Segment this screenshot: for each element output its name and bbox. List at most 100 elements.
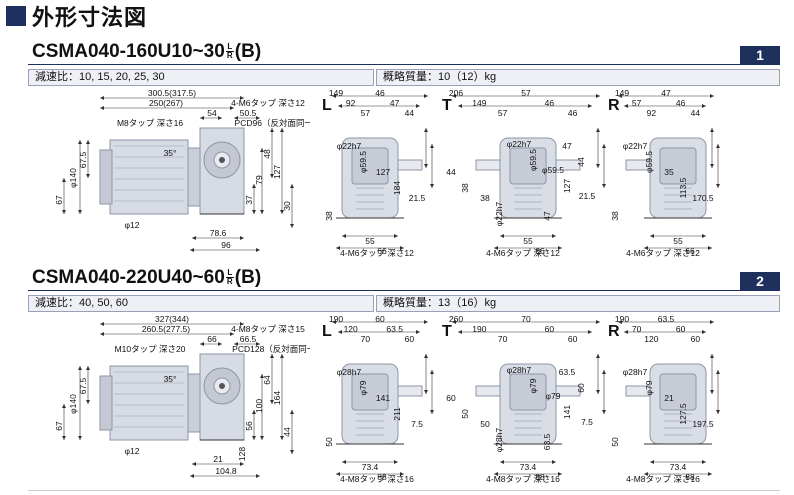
side-dim-7: φ140 <box>68 168 78 188</box>
side-dim-11: 35° <box>164 374 177 384</box>
output-shaft <box>397 159 423 171</box>
view-T-dim-7: 47 <box>562 141 572 151</box>
view-R-dim-12: 4-M8タップ 深さ16 <box>626 474 700 484</box>
section-2-ratio-cell: 減速比：40, 50, 60 <box>28 295 374 312</box>
section-2-model-prefix: CSMA040-220U40~60 <box>32 267 225 288</box>
view-label-T: T <box>442 323 452 340</box>
view-T-dim-20: 66 <box>535 246 545 256</box>
section-2-mass-label: 概略質量 <box>383 297 427 309</box>
view-L-dim-14: 66 <box>377 246 387 256</box>
section-1-ratio-cell: 減速比：10, 15, 20, 25, 30 <box>28 69 374 86</box>
view-label-L: L <box>322 97 332 114</box>
view-T-dim-8: 60 <box>576 383 586 393</box>
side-dim-5: 4-M6タップ 深さ12 <box>231 98 305 108</box>
side-dim-10: φ12 <box>125 446 140 456</box>
side-dim-16: 44 <box>282 427 292 437</box>
view-T-dim-15: φ59.5 <box>542 165 564 175</box>
side-dim-12: 48 <box>262 149 272 159</box>
view-T-dim-6: 47 <box>542 211 552 221</box>
view-T-dim-13: φ28h7 <box>507 365 532 375</box>
section-2-number-badge: 2 <box>740 272 780 290</box>
view-L-dim-13: 55 <box>365 236 375 246</box>
side-dim-3: 54 <box>207 108 217 118</box>
section-1-info-row: 減速比：10, 15, 20, 25, 30 概略質量：10（12）kg <box>28 69 780 86</box>
view-R-dim-13: 55 <box>673 236 683 246</box>
view-R-dim-4: 46 <box>676 98 686 108</box>
side-dim-6: PCD96（反対面同一） <box>235 118 310 128</box>
section-2-lr-bottom: R <box>226 277 233 287</box>
view-T-dim-12: φ22h7 <box>494 202 504 227</box>
view-T-dim-1: 149 <box>472 98 486 108</box>
view-label-R: R <box>608 97 620 114</box>
motor-end-cap <box>99 375 113 431</box>
side-dim-9: 67 <box>54 421 64 431</box>
view-T-dim-19: 55 <box>523 236 533 246</box>
view-T-dim-0: 206 <box>449 88 463 98</box>
section-1-lr-bottom: R <box>226 51 233 61</box>
view-T-dim-17: 21.5 <box>579 191 596 201</box>
side-dim-13: 164 <box>272 391 282 405</box>
side-dim-4: M10タップ 深さ20 <box>115 344 186 354</box>
view-R-dim-2: 92 <box>647 108 657 118</box>
section-1-number-badge: 1 <box>740 46 780 64</box>
view-T-dim-6: 63.5 <box>542 433 552 450</box>
side-dim-2: 50.5 <box>240 108 257 118</box>
view-R-dim-6: 38 <box>610 211 620 221</box>
view-T-dim-3: 70 <box>521 314 531 324</box>
view-T-dim-11: 50 <box>480 419 490 429</box>
view-R-dim-11: 197.5 <box>692 419 714 429</box>
output-shaft-left <box>475 385 501 397</box>
view-T-dim-19: 73.4 <box>520 462 537 472</box>
view-L-dim-12: 4-M6タップ 深さ12 <box>340 248 414 258</box>
view-L-dim-12: 4-M8タップ 深さ16 <box>340 474 414 484</box>
view-L-dim-3: 60 <box>375 314 385 324</box>
view-L-dim-0: 190 <box>329 314 343 324</box>
side-dim-13: 127 <box>272 165 282 179</box>
view-L-dim-2: 70 <box>361 334 371 344</box>
section-2-mass-value: 13（16）kg <box>438 297 497 309</box>
bottom-divider <box>28 490 780 491</box>
side-dim-6: PCD128（反対面同一） <box>232 344 310 354</box>
section-1-lr-top: L <box>227 42 233 52</box>
view-R-dim-11: 170.5 <box>692 193 714 203</box>
side-dim-18: 104.8 <box>215 466 237 476</box>
side-dim-14: 100 <box>254 399 264 413</box>
output-shaft-right <box>555 159 581 171</box>
view-T-dim-10: 38 <box>460 183 470 193</box>
view-L-dim-11: 21.5 <box>409 193 426 203</box>
view-label-T: T <box>442 97 452 114</box>
view-T-dim-17: 7.5 <box>581 417 593 427</box>
section-1-mass-cell: 概略質量：10（12）kg <box>376 69 780 86</box>
view-T-dim-0: 260 <box>449 314 463 324</box>
view-T-dim-7: 63.5 <box>559 367 576 377</box>
side-dim-15: 37 <box>244 195 254 205</box>
view-R-dim-14: 66 <box>685 246 695 256</box>
side-dim-9: 67 <box>54 195 64 205</box>
view-L-dim-3: 46 <box>375 88 385 98</box>
section-1-ratio-value: 10, 15, 20, 25, 30 <box>79 71 165 83</box>
view-T-dim-3: 57 <box>521 88 531 98</box>
view-R-dim-5: 44 <box>691 108 701 118</box>
side-dim-11: 35° <box>164 148 177 158</box>
view-T-dim-2: 57 <box>498 108 508 118</box>
output-shaft-left <box>475 159 501 171</box>
view-T-dim-4: 60 <box>545 324 555 334</box>
view-L-dim-0: 149 <box>329 88 343 98</box>
motor-body <box>109 139 189 215</box>
output-shaft-right <box>555 385 581 397</box>
section-2-ratio-value: 40, 50, 60 <box>79 297 128 309</box>
view-L-dim-10: 184 <box>392 181 402 195</box>
view-R-dim-0: 190 <box>615 314 629 324</box>
view-R-dim-8: φ79 <box>644 380 654 395</box>
view-T-dim-5: 46 <box>568 108 578 118</box>
view-T-dim-12: φ28h7 <box>494 428 504 453</box>
side-dim-1: 250(267) <box>149 98 183 108</box>
page-title: 外形寸法図 <box>6 2 147 30</box>
view-L-dim-11: 7.5 <box>411 419 423 429</box>
view-T-dim-15: φ79 <box>546 391 561 401</box>
view-T-dim-18: 4-M6タップ 深さ12 <box>486 248 560 258</box>
